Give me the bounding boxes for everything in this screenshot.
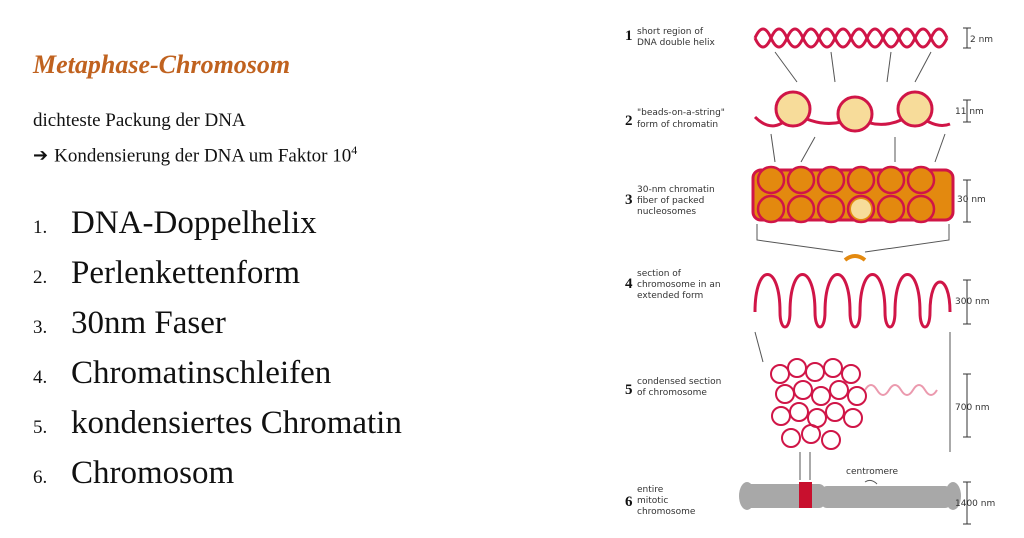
beads-on-a-string (753, 90, 951, 133)
step-text: 30nm Faser (71, 305, 226, 341)
scale-300nm: 300 nm (955, 279, 990, 325)
step-text: Chromosom (71, 455, 235, 491)
chromatin-fiber-30nm (751, 165, 955, 224)
step-number: 2. (33, 267, 48, 288)
svg-text:nucleosomes: nucleosomes (637, 207, 696, 217)
svg-text:30-nm chromatin: 30-nm chromatin (637, 185, 715, 195)
svg-text:short region of: short region of (637, 27, 704, 37)
svg-text:chromosome in an: chromosome in an (637, 280, 721, 290)
condensed-chromatin (770, 358, 938, 450)
scale-700nm: 700 nm (955, 373, 990, 438)
level-4-label: 4 section of chromosome in an extended f… (625, 269, 721, 301)
level-5-label: 5 condensed section of chromosome (625, 377, 721, 398)
level-3-label: 3 30-nm chromatin fiber of packed nucleo… (625, 185, 715, 217)
level-6-label: 6 entire mitotic chromosome (625, 485, 696, 517)
svg-text:mitotic: mitotic (637, 496, 668, 506)
centromere-label: centromere (846, 467, 899, 477)
svg-text:entire: entire (637, 485, 664, 495)
svg-text:fiber of packed: fiber of packed (637, 196, 704, 206)
step-number: 1. (33, 217, 48, 238)
scale-30nm: 30 nm (957, 179, 986, 223)
subtitle-packing: dichteste Packung der DNA (33, 110, 246, 131)
chromatin-packing-diagram: 1 short region of DNA double helix 2 "be… (625, 27, 995, 525)
zoom-connector (754, 331, 951, 452)
mitotic-chromosome: centromere (739, 467, 961, 510)
svg-text:700 nm: 700 nm (955, 403, 990, 413)
svg-text:11 nm: 11 nm (955, 107, 984, 117)
zoom-connector (799, 452, 811, 480)
svg-text:300 nm: 300 nm (955, 297, 990, 307)
svg-text:30 nm: 30 nm (957, 195, 986, 205)
scale-1400nm: 1400 nm (955, 481, 995, 525)
step-item: 6. Chromosom (33, 448, 402, 498)
svg-text:DNA double helix: DNA double helix (637, 38, 715, 48)
slide-title: Metaphase-Chromosom (33, 50, 291, 79)
centromere-marker (799, 482, 812, 508)
svg-text:of chromosome: of chromosome (637, 388, 707, 398)
step-item: 5. kondensiertes Chromatin (33, 398, 402, 448)
svg-text:1: 1 (625, 28, 633, 44)
svg-text:2: 2 (625, 113, 633, 129)
dna-double-helix (753, 27, 949, 49)
step-number: 5. (33, 417, 48, 438)
step-list: 1.DNA-Doppelhelix 2.Perlenkettenform 3.3… (33, 198, 402, 498)
svg-text:3: 3 (625, 192, 633, 208)
zoom-connector (756, 224, 950, 253)
condensation-text: Kondensierung der DNA um Faktor 10 (54, 145, 352, 167)
svg-text:1400 nm: 1400 nm (955, 499, 995, 509)
svg-text:form of chromatin: form of chromatin (637, 120, 718, 130)
step-text: Perlenkettenform (71, 255, 301, 291)
scale-2nm: 2 nm (963, 27, 993, 49)
svg-text:6: 6 (625, 494, 633, 510)
step-item: 2. Perlenkettenform (33, 248, 402, 298)
svg-text:chromosome: chromosome (637, 507, 696, 517)
condensation-exponent: 4 (351, 143, 358, 157)
svg-text:4: 4 (625, 276, 633, 292)
chromatin-loops (753, 254, 952, 329)
level-2-label: 2 "beads-on-a-string" form of chromatin (625, 108, 725, 130)
svg-text:"beads-on-a-string": "beads-on-a-string" (637, 108, 725, 118)
zoom-connector (770, 133, 946, 163)
zoom-connector (774, 51, 932, 83)
step-number: 6. (33, 467, 48, 488)
step-number: 4. (33, 367, 48, 388)
svg-text:5: 5 (625, 382, 633, 398)
arrow-right-icon: ➔ (33, 145, 49, 167)
step-text: DNA-Doppelhelix (71, 205, 317, 241)
scale-11nm: 11 nm (955, 99, 984, 123)
svg-text:extended form: extended form (637, 291, 703, 301)
level-1-label: 1 short region of DNA double helix (625, 27, 715, 48)
step-text: kondensiertes Chromatin (71, 405, 402, 441)
subtitle-condensation: ➔Kondensierung der DNA um Faktor 104 (33, 143, 357, 167)
step-item: 1. DNA-Doppelhelix (33, 198, 402, 248)
step-number: 3. (33, 317, 48, 338)
step-item: 4. Chromatinschleifen (33, 348, 402, 398)
step-item: 3. 30nm Faser (33, 298, 402, 348)
svg-text:condensed section: condensed section (637, 377, 721, 387)
svg-text:2 nm: 2 nm (970, 35, 993, 45)
svg-text:section of: section of (637, 269, 682, 279)
step-text: Chromatinschleifen (71, 355, 332, 391)
